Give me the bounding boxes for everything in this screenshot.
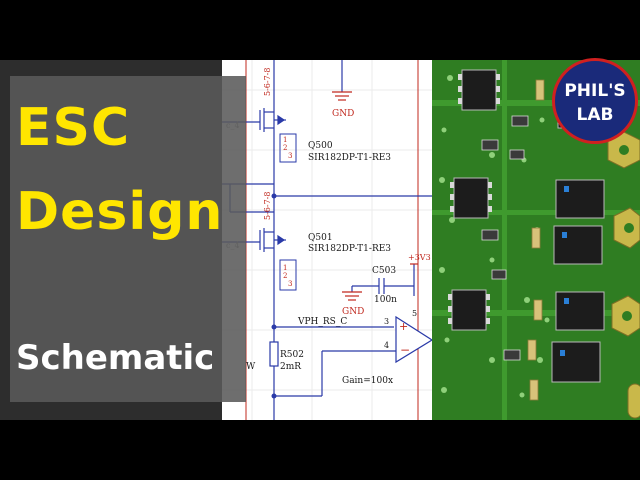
gnd-cap-label: GND — [342, 307, 364, 317]
q500-pin-3: 3 — [288, 152, 292, 160]
net-label: VPH_RS_C — [297, 317, 347, 327]
opamp-pin-5: 5 — [412, 309, 417, 318]
resistor-symbol — [269, 341, 279, 367]
mosfet-q501-symbol — [222, 228, 286, 252]
capacitor-ref: C503 — [372, 266, 396, 276]
logo-line-1: PHIL'S — [564, 81, 626, 101]
q501-part: SIR182DP-T1-RE3 — [308, 244, 391, 254]
mosfet-top-pins: 5-6-7-8 — [263, 68, 272, 96]
q501-pin-1: 1 — [283, 264, 287, 272]
title-line-2: Design — [16, 182, 224, 242]
channel-logo: PHIL'S LAB — [552, 58, 638, 144]
supply-label: +3V3 — [408, 253, 431, 262]
q500-pin-box — [279, 133, 297, 163]
q500-pin-2: 2 — [283, 144, 287, 152]
capacitor-value: 100n — [374, 295, 397, 305]
svg-text:+: + — [399, 320, 408, 333]
svg-text:−: − — [400, 343, 410, 357]
pcb-passives — [527, 79, 545, 401]
q500-pin-1: 1 — [283, 136, 287, 144]
schematic-drawing: GND 5-6-7-8 5-6-7-8 c_4 1 2 3 — [222, 60, 432, 420]
resistor-ref: R502 — [280, 350, 304, 360]
title-line-1: ESC — [16, 98, 131, 158]
schematic-view: GND 5-6-7-8 5-6-7-8 c_4 1 2 3 — [222, 60, 432, 420]
mosfet-mid-pins: 5-6-7-8 — [263, 192, 272, 220]
q501-pin-box — [279, 259, 297, 291]
q501-ref: Q501 — [308, 233, 333, 243]
q501-pin-3: 3 — [288, 280, 292, 288]
pcb-drawing — [432, 60, 640, 420]
opamp-symbol — [395, 315, 432, 364]
q500-ref: Q500 — [308, 141, 333, 151]
opamp-pin-4: 4 — [384, 341, 389, 350]
gain-label: Gain=100x — [342, 376, 393, 386]
pcb-render — [432, 60, 640, 420]
title-panel: ESC Design Schematic — [10, 76, 246, 402]
resistor-value: 2mR — [280, 362, 301, 372]
opamp-pin-3: 3 — [384, 317, 389, 326]
q501-pin-2: 2 — [283, 272, 287, 280]
capacitor-symbol — [351, 278, 414, 294]
gnd-top-label: GND — [332, 109, 354, 119]
resistor-power: W — [246, 362, 256, 372]
logo-line-2: LAB — [576, 105, 614, 125]
subtitle: Schematic — [16, 338, 215, 378]
q500-part: SIR182DP-T1-RE3 — [308, 153, 391, 163]
